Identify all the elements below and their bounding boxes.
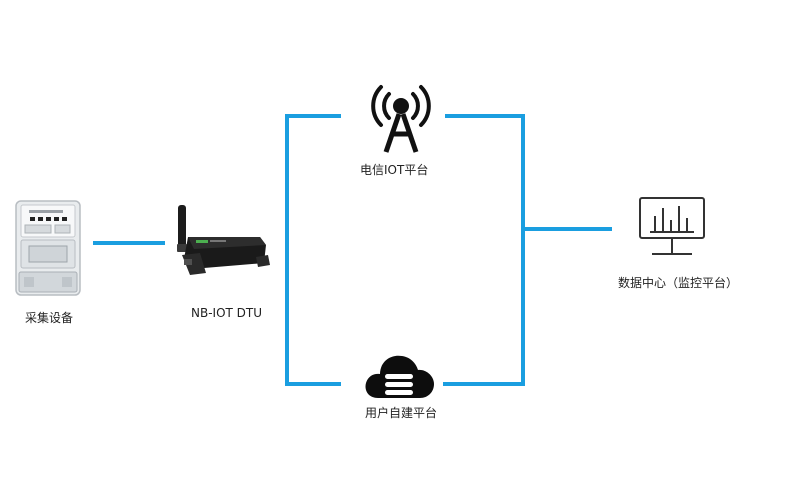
left-bracket-line [285, 114, 341, 386]
dtu-device-icon [177, 205, 270, 275]
cloud-server-icon [365, 355, 434, 398]
meter-label: 采集设备 [25, 311, 74, 325]
signal-tower-icon [371, 85, 431, 153]
user-platform-label: 用户自建平台 [365, 406, 438, 420]
right-bracket-line [443, 114, 525, 386]
telecom-platform-label: 电信IOT平台 [360, 163, 429, 177]
data-center-label: 数据中心（监控平台） [618, 276, 739, 290]
monitor-icon [639, 197, 705, 255]
electric-meter-icon [15, 200, 81, 296]
dtu-label: NB-IOT DTU [191, 306, 263, 320]
